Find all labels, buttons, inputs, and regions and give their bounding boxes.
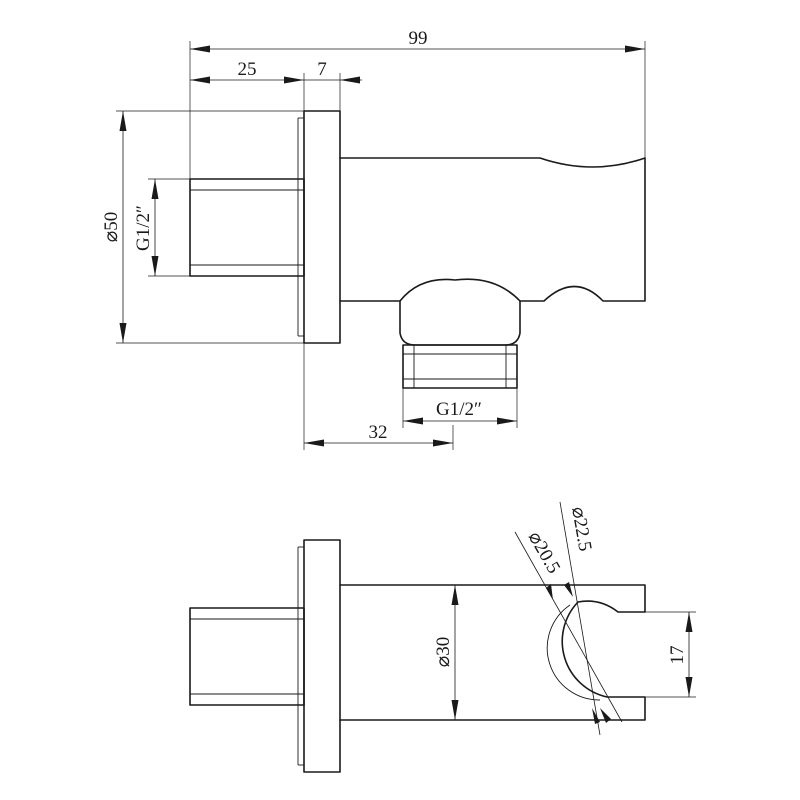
- dim-label-inlet-thread: G1/2″: [133, 205, 154, 251]
- dimension-overall-length: 99: [189, 28, 646, 179]
- dimension-inlet-thread: G1/2″: [133, 178, 190, 277]
- front-elevation-view: [189, 110, 646, 389]
- dim-label-holder-opening: 17: [667, 646, 688, 665]
- dimension-holder-opening: 17: [618, 611, 696, 698]
- outlet-neck: [399, 300, 521, 346]
- inlet-thread: [189, 178, 305, 277]
- dimension-flange-diameter: ⌀50: [101, 110, 304, 344]
- outlet-thread: [402, 344, 518, 389]
- dim-label-cradle-outer-diameter: ⌀22.5: [567, 505, 595, 553]
- dim-label-outlet-thread: G1/2″: [436, 399, 482, 420]
- dim-label-outlet-offset: 32: [369, 422, 388, 443]
- dimension-outlet-thread: G1/2″: [402, 388, 518, 428]
- side-elevation-view: [189, 539, 646, 773]
- dimension-cradle-diameters: ⌀20.5 ⌀22.5: [514, 501, 623, 736]
- dimension-thread-flange: 25 7: [190, 59, 362, 111]
- wall-flange: [303, 110, 341, 344]
- wall-flange-side: [303, 539, 341, 773]
- dim-label-holder-diameter: ⌀30: [433, 637, 454, 667]
- dimension-holder-diameter: ⌀30: [433, 585, 459, 720]
- cradle-inner: [546, 604, 601, 701]
- holder-body-side: [339, 584, 646, 721]
- dim-label-overall-length: 99: [409, 28, 428, 49]
- dim-label-flange-thickness: 7: [317, 59, 327, 80]
- dimension-outlet-offset: 32: [303, 343, 454, 450]
- dim-label-thread-length: 25: [238, 59, 257, 80]
- inlet-thread-side: [189, 607, 305, 706]
- dim-label-cradle-inner-diameter: ⌀20.5: [524, 528, 565, 577]
- holder-body: [339, 157, 646, 302]
- dim-label-flange-diameter: ⌀50: [101, 212, 122, 242]
